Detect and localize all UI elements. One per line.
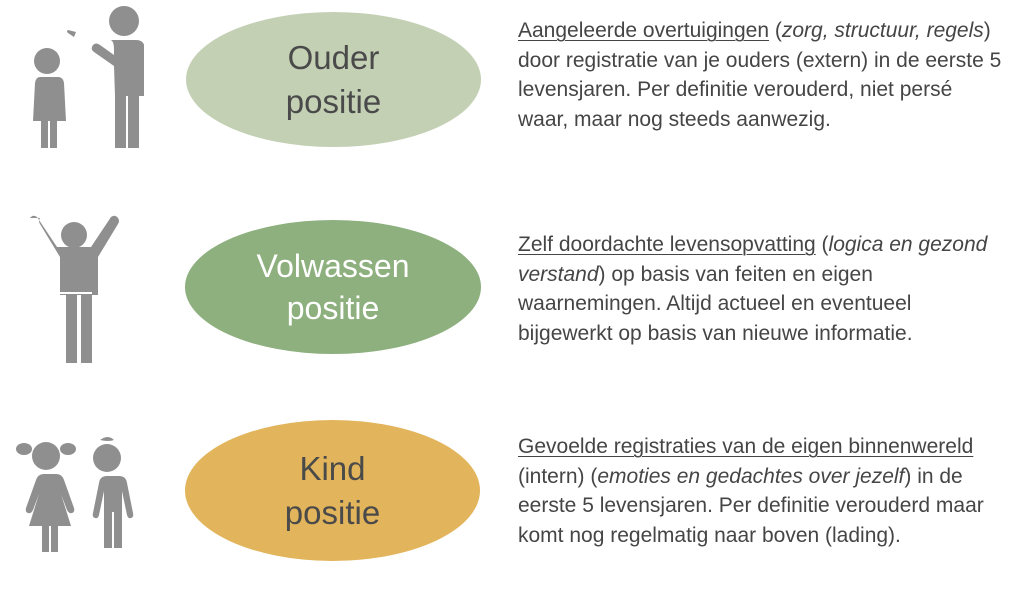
description-emphasis: zorg, structuur, regels xyxy=(781,19,984,42)
description-volwassen: Zelf doordachte levensopvatting (logica … xyxy=(518,230,1008,348)
description-text: (intern) ( xyxy=(518,464,598,488)
oval-kind-positie: Kind positie xyxy=(185,420,480,561)
description-term: Aangeleerde overtuigingen xyxy=(518,19,770,42)
adult-arms-raised-icon xyxy=(30,215,119,363)
oval-line-1: Ouder xyxy=(287,38,380,76)
oval-volwassen-positie: Volwassen positie xyxy=(185,220,481,354)
children-icon xyxy=(16,437,134,552)
oval-line-1: Kind xyxy=(299,449,366,487)
row-volwassen: Volwassen positie Zelf doordachte levens… xyxy=(0,200,1024,400)
parent-child-pointing-icon xyxy=(33,6,144,148)
description-text: ( xyxy=(815,233,829,256)
oval-line-2: positie xyxy=(285,82,382,120)
description-kind: Gevoelde registraties van de eigen binne… xyxy=(518,432,1008,550)
description-text: ( xyxy=(769,19,782,42)
description-text: ) op basis van feiten en eigen waarnemin… xyxy=(518,262,913,345)
description-emphasis: logica en gezond verstand xyxy=(518,233,988,286)
row-kind: Kind positie Gevoelde registraties van d… xyxy=(0,400,1024,597)
oval-line-2: positie xyxy=(284,493,381,531)
oval-ouder-positie: Ouder positie xyxy=(186,12,481,147)
description-term: Zelf doordachte levensopvatting xyxy=(518,233,816,256)
oval-line-2: positie xyxy=(286,290,380,326)
description-emphasis: emoties en gedachtes over jezelf xyxy=(597,464,905,488)
description-text: ) door registratie van je ouders (extern… xyxy=(518,19,1002,131)
description-ouder: Aangeleerde overtuigingen (zorg, structu… xyxy=(518,16,1008,134)
oval-line-1: Volwassen xyxy=(256,247,410,284)
description-text: ) in de eerste 5 levensjaren. Per defini… xyxy=(518,464,984,547)
row-ouder: Ouder positie Aangeleerde overtuigingen … xyxy=(0,0,1024,200)
description-term: Gevoelde registraties van de eigen binne… xyxy=(518,435,974,458)
